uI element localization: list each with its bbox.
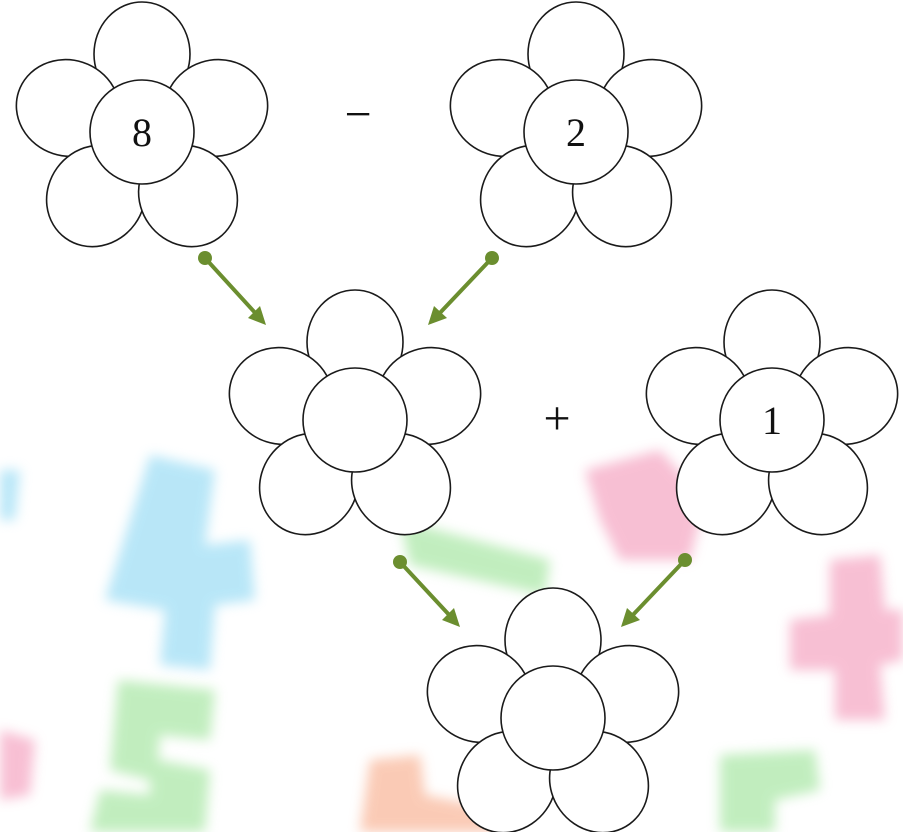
flower-top-left: 8 [2, 1, 282, 268]
flower-top-left-number: 8 [132, 110, 152, 155]
arrow-middle-right [621, 553, 692, 627]
background-decoration [0, 450, 903, 832]
operator-plus: + [543, 392, 570, 445]
flower-middle-right-number: 1 [762, 398, 782, 443]
flower-middle-right: 1 [632, 289, 903, 556]
flower-top-right: 2 [436, 1, 716, 268]
operator-minus: − [344, 88, 371, 141]
arrow-top-left [198, 251, 266, 325]
arrow-top-right [428, 251, 499, 325]
flower-top-right-number: 2 [566, 110, 586, 155]
arrow-middle-left [393, 555, 460, 627]
flower-middle-left[interactable] [215, 289, 495, 556]
